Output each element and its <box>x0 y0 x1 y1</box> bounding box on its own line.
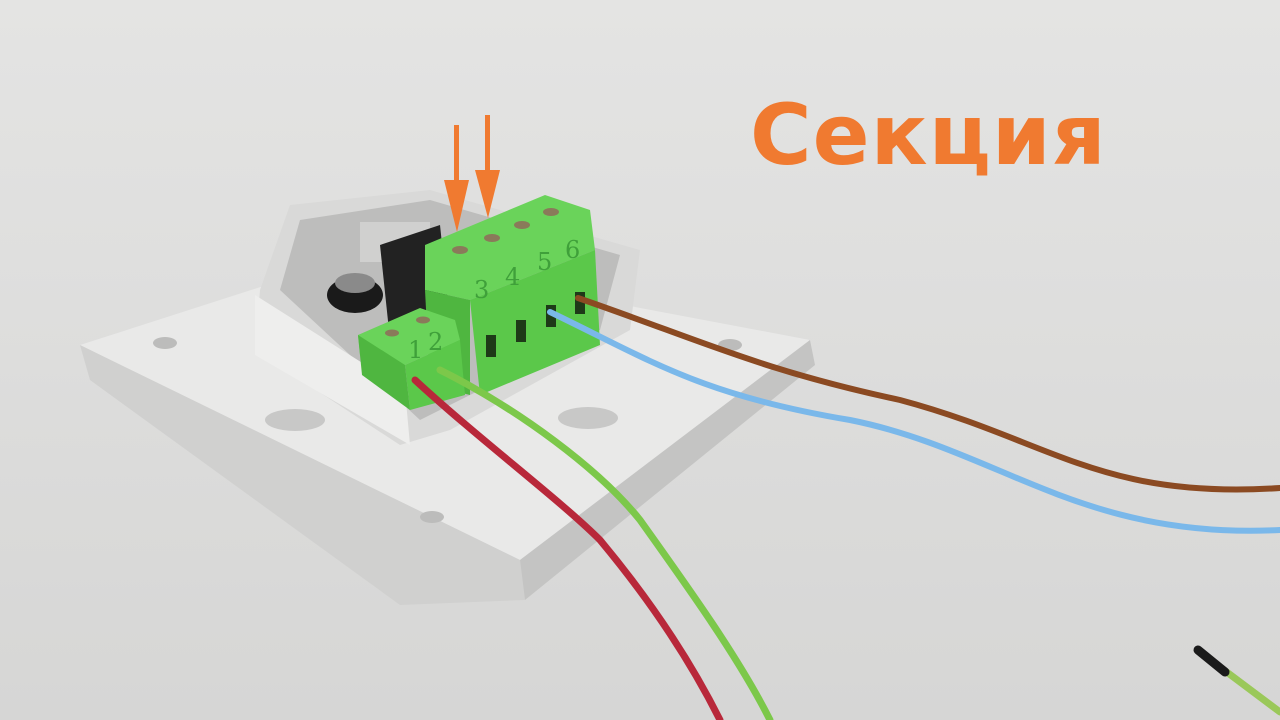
wire-brown <box>575 295 1280 493</box>
terminal-label-1: 1 <box>408 336 423 364</box>
arrow-icons <box>444 115 500 232</box>
arrow-down-icon <box>475 115 500 218</box>
terminal-label-4: 4 <box>505 263 520 291</box>
terminal-block-1-2: 1 2 <box>358 308 465 410</box>
terminal-label-5: 5 <box>537 248 552 276</box>
section-title: Секция <box>750 86 1107 184</box>
wire-green <box>436 366 774 720</box>
terminal-label-6: 6 <box>565 236 580 264</box>
terminal-label-2: 2 <box>428 328 443 356</box>
wires <box>411 295 1280 720</box>
wire-red <box>411 376 724 720</box>
wire-blue <box>547 309 1280 534</box>
terminal-label-3: 3 <box>474 276 489 304</box>
arrow-down-icon <box>444 125 469 232</box>
